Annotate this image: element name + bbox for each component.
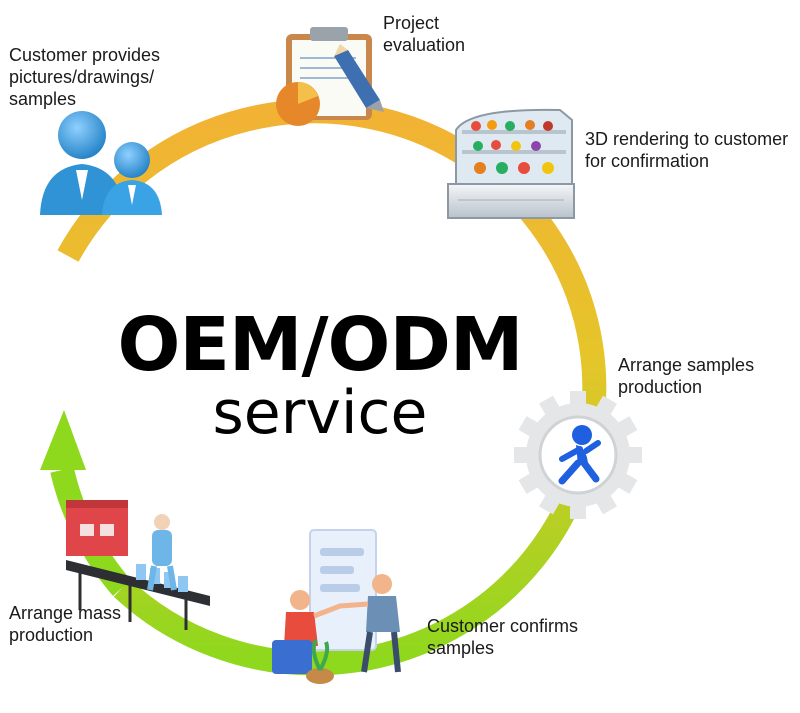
title-oem-odm: OEM/ODM (117, 302, 523, 388)
label-line: production (618, 377, 703, 397)
step-label-arrange-mass-production: Arrange mass production (9, 602, 121, 646)
step-label-arrange-samples: Arrange samples production (618, 354, 754, 398)
label-line: samples (9, 89, 77, 109)
label-line: Arrange mass (9, 603, 122, 623)
label-line: evaluation (383, 35, 466, 55)
step-label-customer-confirms: Customer confirms samples (427, 615, 578, 659)
production-line-icon (66, 500, 210, 630)
handshake-meeting-icon (272, 529, 401, 684)
label-line: Project (383, 13, 440, 33)
step-label-3d-rendering: 3D rendering to customer for confirmatio… (585, 128, 788, 172)
label-line: Customer confirms (427, 616, 579, 636)
label-line: pictures/drawings/ (9, 67, 155, 87)
cycle-arrow-head (40, 410, 86, 470)
step-label-project-evaluation: Project evaluation (383, 12, 465, 56)
display-cabinet-icon (447, 108, 575, 219)
clipboard-chart-pencil-icon (276, 27, 384, 126)
label-line: samples (427, 638, 495, 658)
label-line: Customer provides (9, 45, 161, 65)
label-line: Arrange samples (618, 355, 755, 375)
label-line: production (9, 625, 94, 645)
customer-people-icon (40, 111, 162, 215)
label-line: 3D rendering to customer (585, 129, 789, 149)
step-label-customer-provides: Customer provides pictures/drawings/ sam… (9, 44, 160, 110)
label-line: for confirmation (585, 151, 710, 171)
gear-runner-icon (514, 391, 642, 519)
title-service: service (212, 378, 428, 448)
